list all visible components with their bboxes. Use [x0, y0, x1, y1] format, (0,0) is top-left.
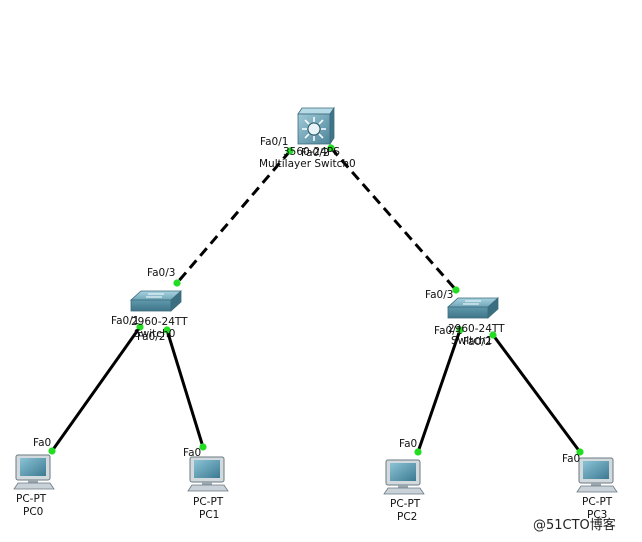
pc0-name-label: PC0	[23, 506, 44, 518]
port-dot-swl-fa01	[136, 323, 144, 331]
port-label-swl-fa01: Fa0/1	[111, 315, 140, 327]
port-label-swr-fa02: Fa0/2	[463, 336, 492, 348]
switch0-name-label: Switch0	[134, 328, 176, 340]
port-label-pc0-fa0: Fa0	[33, 437, 52, 449]
pc3-name-label: PC3	[587, 509, 608, 521]
link-switch1-to-pc3[interactable]	[491, 334, 582, 453]
port-label-pc2-fa0: Fa0	[399, 438, 418, 450]
port-dot-pc3-fa0	[576, 448, 584, 456]
link-switch1-to-pc2[interactable]	[416, 329, 462, 453]
pc1-name-label: PC1	[199, 509, 220, 521]
port-dot-pc1-fa0	[199, 443, 207, 451]
port-label-swl-fa03: Fa0/3	[147, 267, 176, 279]
port-label-swr-fa03: Fa0/3	[425, 289, 454, 301]
switch1-model-label: 2960-24TT	[448, 323, 505, 335]
mls-name-label: Multilayer Switch0	[259, 158, 356, 170]
port-dot-swr-fa02	[489, 331, 497, 339]
multilayer-switch-icon[interactable]	[297, 106, 335, 146]
port-dot-swl-fa02	[163, 326, 171, 334]
link-switch0-to-pc1[interactable]	[165, 329, 205, 448]
port-dot-swr-fa01	[456, 326, 464, 334]
port-label-mls-fa02: Fa0/2	[301, 147, 330, 159]
pc2-name-label: PC2	[397, 511, 418, 523]
watermark: @51CTO博客	[533, 518, 616, 533]
port-dot-swr-fa03	[452, 286, 460, 294]
pc0-icon[interactable]	[13, 454, 55, 490]
pc1-icon[interactable]	[187, 456, 229, 492]
port-label-pc1-fa0: Fa0	[183, 447, 202, 459]
link-switch0-to-pc0[interactable]	[50, 326, 142, 452]
switch1-name-label: Switch1	[451, 335, 493, 347]
switch0-model-label: 2960-24TT	[131, 316, 188, 328]
port-dot-mls-fa01	[286, 147, 294, 155]
port-dot-pc2-fa0	[414, 448, 422, 456]
mls-model-label: 3560-24PS	[283, 146, 340, 158]
pc1-model-label: PC-PT	[193, 496, 224, 508]
port-dot-pc0-fa0	[48, 447, 56, 455]
port-label-pc3-fa0: Fa0	[562, 453, 581, 465]
port-dots	[48, 144, 584, 456]
pc2-icon[interactable]	[383, 459, 425, 495]
pc3-model-label: PC-PT	[582, 496, 613, 508]
port-dot-swl-fa03	[173, 279, 181, 287]
port-label-mls-fa01: Fa0/1	[260, 136, 289, 148]
switch0-icon[interactable]	[129, 290, 183, 312]
switch1-icon[interactable]	[446, 297, 500, 319]
pc2-model-label: PC-PT	[390, 498, 421, 510]
pc3-icon[interactable]	[576, 457, 618, 493]
port-label-swl-fa02: Fa0/2	[137, 331, 166, 343]
pc0-model-label: PC-PT	[16, 493, 47, 505]
link-mls-to-switch0[interactable]	[175, 150, 292, 284]
port-label-swr-fa01: Fa0/1	[434, 325, 463, 337]
port-dot-mls-fa02	[327, 144, 335, 152]
